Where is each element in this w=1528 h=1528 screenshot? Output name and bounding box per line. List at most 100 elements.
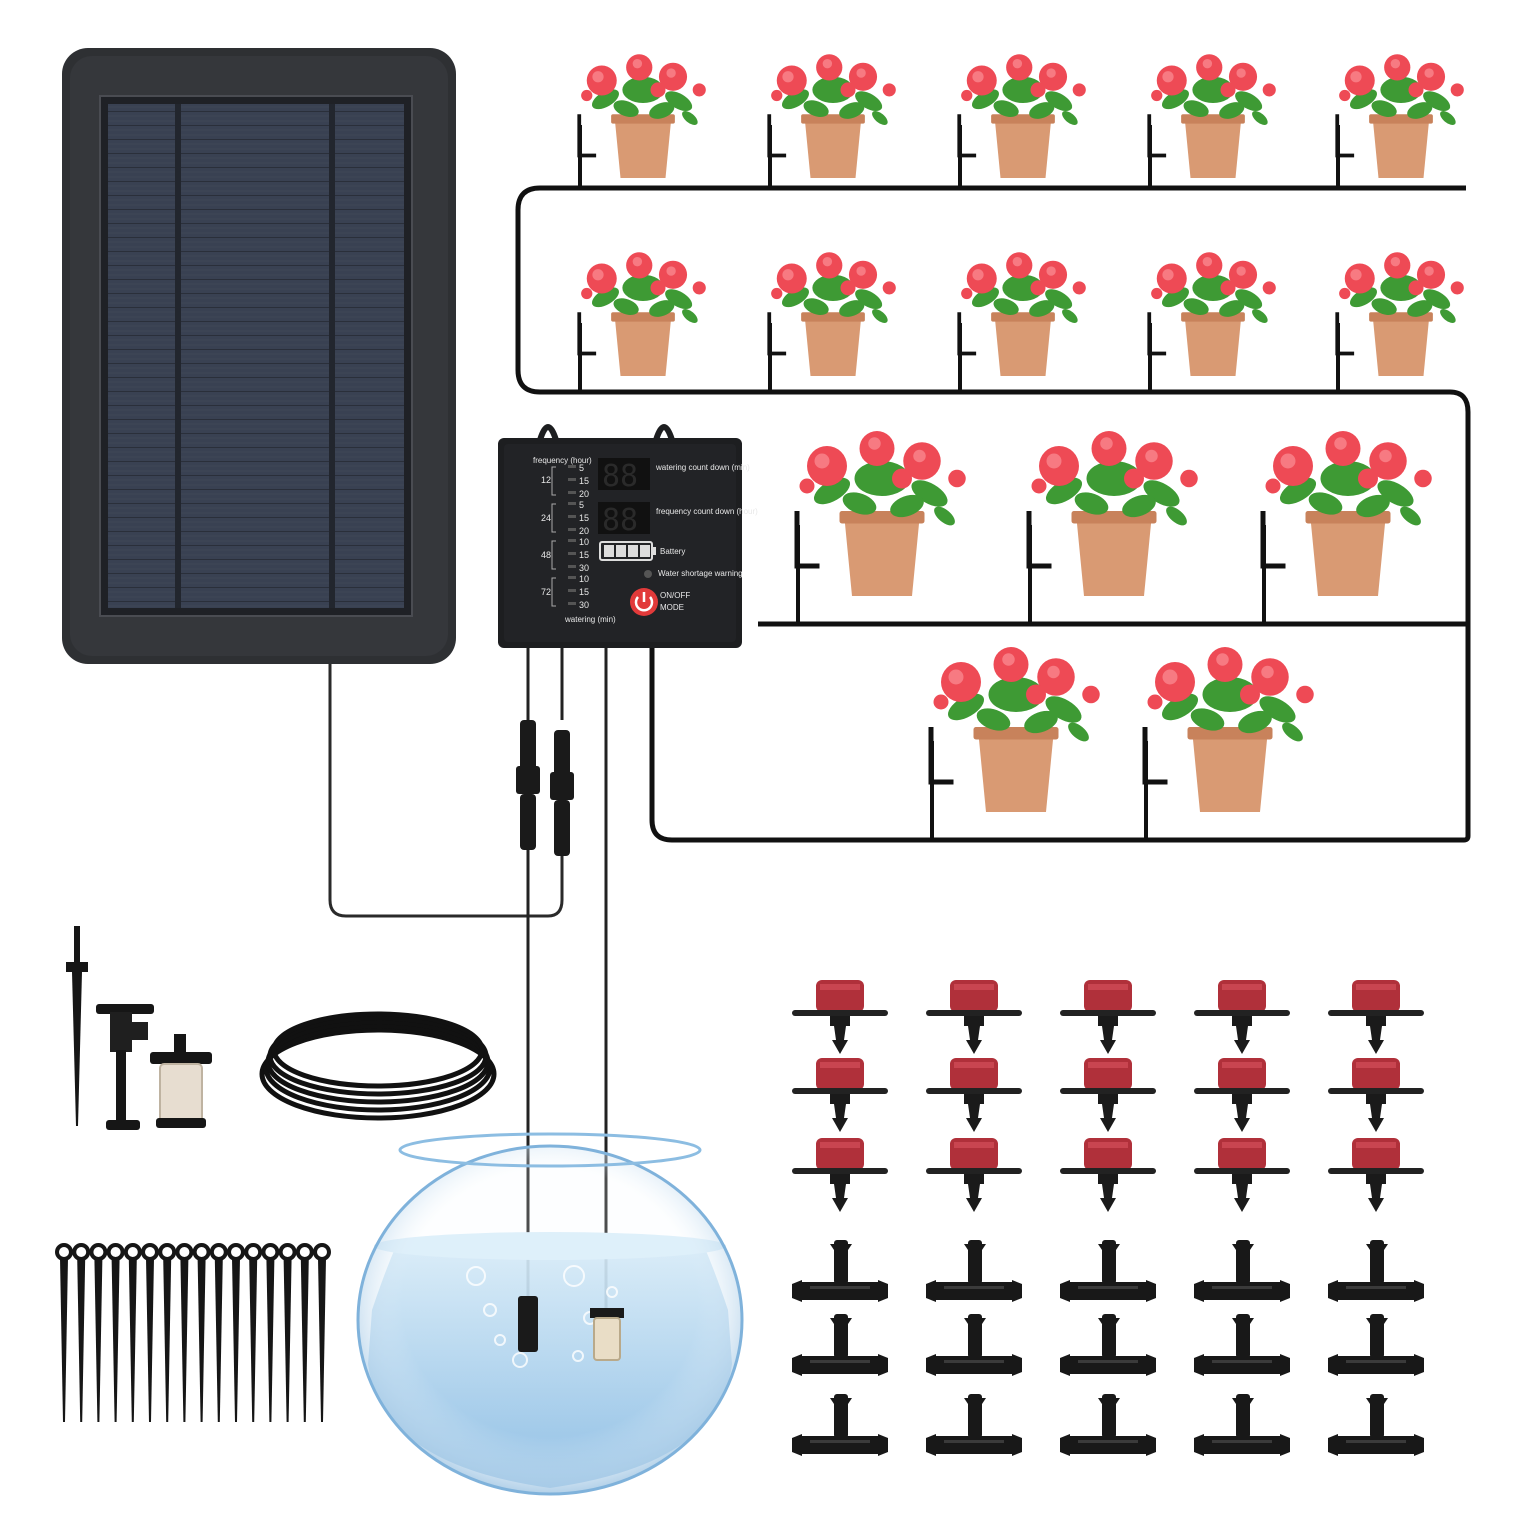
dripper-icon bbox=[1194, 980, 1290, 1054]
flower-pot-icon bbox=[1335, 250, 1466, 378]
flower-pot-icon bbox=[1029, 431, 1198, 596]
tee-connector-icon bbox=[926, 1314, 1022, 1376]
stake-icon bbox=[57, 1245, 71, 1422]
dripper-icon bbox=[792, 1138, 888, 1212]
power-button[interactable] bbox=[630, 588, 658, 616]
watering-value: 15 bbox=[579, 476, 589, 486]
watering-value: 15 bbox=[579, 550, 589, 560]
battery-icon bbox=[599, 541, 656, 561]
tee-connector-icon bbox=[792, 1394, 888, 1456]
watering-value: 5 bbox=[579, 500, 584, 510]
flower-pot-icon bbox=[957, 52, 1088, 180]
stake-icon bbox=[109, 1245, 123, 1422]
flower-pot-icon bbox=[1263, 431, 1432, 596]
mode-label: MODE bbox=[660, 603, 684, 612]
watering-value: 20 bbox=[579, 489, 589, 499]
onoff-label: ON/OFF bbox=[660, 591, 690, 600]
stake-icon bbox=[229, 1245, 243, 1422]
flower-pot-icon bbox=[1145, 647, 1314, 812]
stake-icon bbox=[246, 1245, 260, 1422]
tee-connector-icon bbox=[926, 1240, 1022, 1302]
watering-value: 10 bbox=[579, 574, 589, 584]
drip-lines bbox=[578, 125, 1340, 840]
stake-icon bbox=[74, 1245, 88, 1422]
frequency-countdown-display: 88 bbox=[598, 502, 650, 538]
stake-icon bbox=[91, 1245, 105, 1422]
dripper-icon bbox=[792, 1058, 888, 1132]
probe bbox=[518, 1296, 538, 1352]
stake-icon bbox=[66, 926, 88, 1126]
frequency-selector: 12 5 15 20 24 5 15 20 48 10 15 30 72 10 … bbox=[541, 463, 589, 610]
stake-icon bbox=[126, 1245, 140, 1422]
frequency-value: 24 bbox=[541, 513, 551, 523]
dripper-icon bbox=[1328, 1058, 1424, 1132]
tubing-coil-icon bbox=[259, 1011, 497, 1121]
sprinkler-holder-icon bbox=[96, 1004, 154, 1130]
stake-icon bbox=[263, 1245, 277, 1422]
watering-value: 15 bbox=[579, 513, 589, 523]
dripper-icon bbox=[1194, 1138, 1290, 1212]
watering-value: 30 bbox=[579, 600, 589, 610]
solar-cable bbox=[328, 664, 564, 918]
watering-value: 30 bbox=[579, 563, 589, 573]
stake-icon bbox=[177, 1245, 191, 1422]
tee-connector-icon bbox=[792, 1240, 888, 1302]
tee-connector-icon bbox=[1328, 1314, 1424, 1376]
tee-connector-icon bbox=[1060, 1314, 1156, 1376]
watering-countdown-label: watering count down (min) bbox=[655, 463, 750, 472]
watering-value: 20 bbox=[579, 526, 589, 536]
stake-icon bbox=[143, 1245, 157, 1422]
stake-icon bbox=[212, 1245, 226, 1422]
frequency-value: 48 bbox=[541, 550, 551, 560]
stakes-row bbox=[57, 1245, 329, 1422]
flower-pot-icon bbox=[577, 52, 708, 180]
tee-connector-icon bbox=[1194, 1314, 1290, 1376]
timer-controller-icon: frequency (hour) 12 5 15 20 24 5 15 20 4… bbox=[498, 424, 758, 648]
watering-value: 5 bbox=[579, 463, 584, 473]
dripper-icon bbox=[1328, 1138, 1424, 1212]
stake-icon bbox=[195, 1245, 209, 1422]
dripper-icon bbox=[926, 1138, 1022, 1212]
drippers-grid bbox=[792, 980, 1424, 1212]
flower-pot-icon bbox=[767, 52, 898, 180]
stake-icon bbox=[160, 1245, 174, 1422]
flower-pot-icon bbox=[577, 250, 708, 378]
dripper-icon bbox=[1328, 980, 1424, 1054]
stake-icon bbox=[315, 1245, 329, 1422]
warning-led bbox=[644, 570, 652, 578]
tee-connector-icon bbox=[1328, 1240, 1424, 1302]
frequency-value: 12 bbox=[541, 475, 551, 485]
flower-pot-icon bbox=[1147, 52, 1278, 180]
flower-pot-icon bbox=[957, 250, 1088, 378]
dripper-icon bbox=[1060, 1138, 1156, 1212]
flower-pot-icon bbox=[931, 647, 1100, 812]
tees-grid bbox=[792, 1240, 1424, 1456]
drip-tubing bbox=[515, 185, 1471, 843]
watering-value: 10 bbox=[579, 537, 589, 547]
flower-pot-icon bbox=[767, 250, 898, 378]
frequency-value: 72 bbox=[541, 587, 551, 597]
tee-connector-icon bbox=[1060, 1240, 1156, 1302]
tee-connector-icon bbox=[1194, 1240, 1290, 1302]
frequency-label: frequency (hour) bbox=[533, 456, 592, 465]
dripper-icon bbox=[1060, 1058, 1156, 1132]
tee-connector-icon bbox=[1060, 1394, 1156, 1456]
cable-connectors bbox=[516, 720, 574, 856]
dripper-icon bbox=[926, 1058, 1022, 1132]
flower-pot-icon bbox=[1335, 52, 1466, 180]
tee-connector-icon bbox=[926, 1394, 1022, 1456]
water-warning-label: Water shortage warning bbox=[658, 569, 743, 578]
flower-pot-icon bbox=[797, 431, 966, 596]
battery-label: Battery bbox=[660, 547, 685, 556]
dripper-icon bbox=[926, 980, 1022, 1054]
svg-text:88: 88 bbox=[602, 503, 638, 538]
stake-icon bbox=[298, 1245, 312, 1422]
power-icon bbox=[634, 596, 654, 612]
tee-connector-icon bbox=[1328, 1394, 1424, 1456]
flower-pot-icon bbox=[1147, 250, 1278, 378]
watering-value: 15 bbox=[579, 587, 589, 597]
watering-min-label: watering (min) bbox=[564, 615, 616, 624]
watering-countdown-display: 88 bbox=[598, 458, 650, 494]
pump-icon bbox=[590, 1308, 624, 1361]
